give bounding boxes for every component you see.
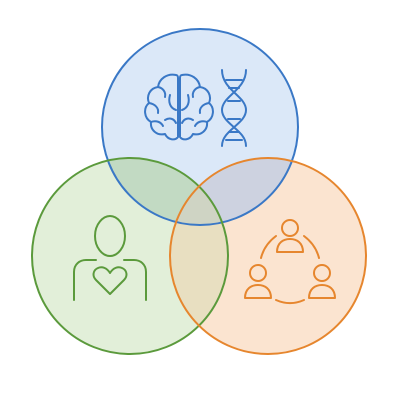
- overlap-blue-orange: [170, 158, 298, 225]
- circle-social: [169, 157, 367, 355]
- overlap-blue-green: [102, 158, 228, 225]
- dna-icon: [220, 69, 248, 147]
- circle-biological: [101, 28, 299, 226]
- person-heart-icon: [73, 215, 147, 301]
- group-network-icon: [244, 219, 336, 304]
- brain-icon: [144, 73, 214, 141]
- circle-psychological: [31, 157, 229, 355]
